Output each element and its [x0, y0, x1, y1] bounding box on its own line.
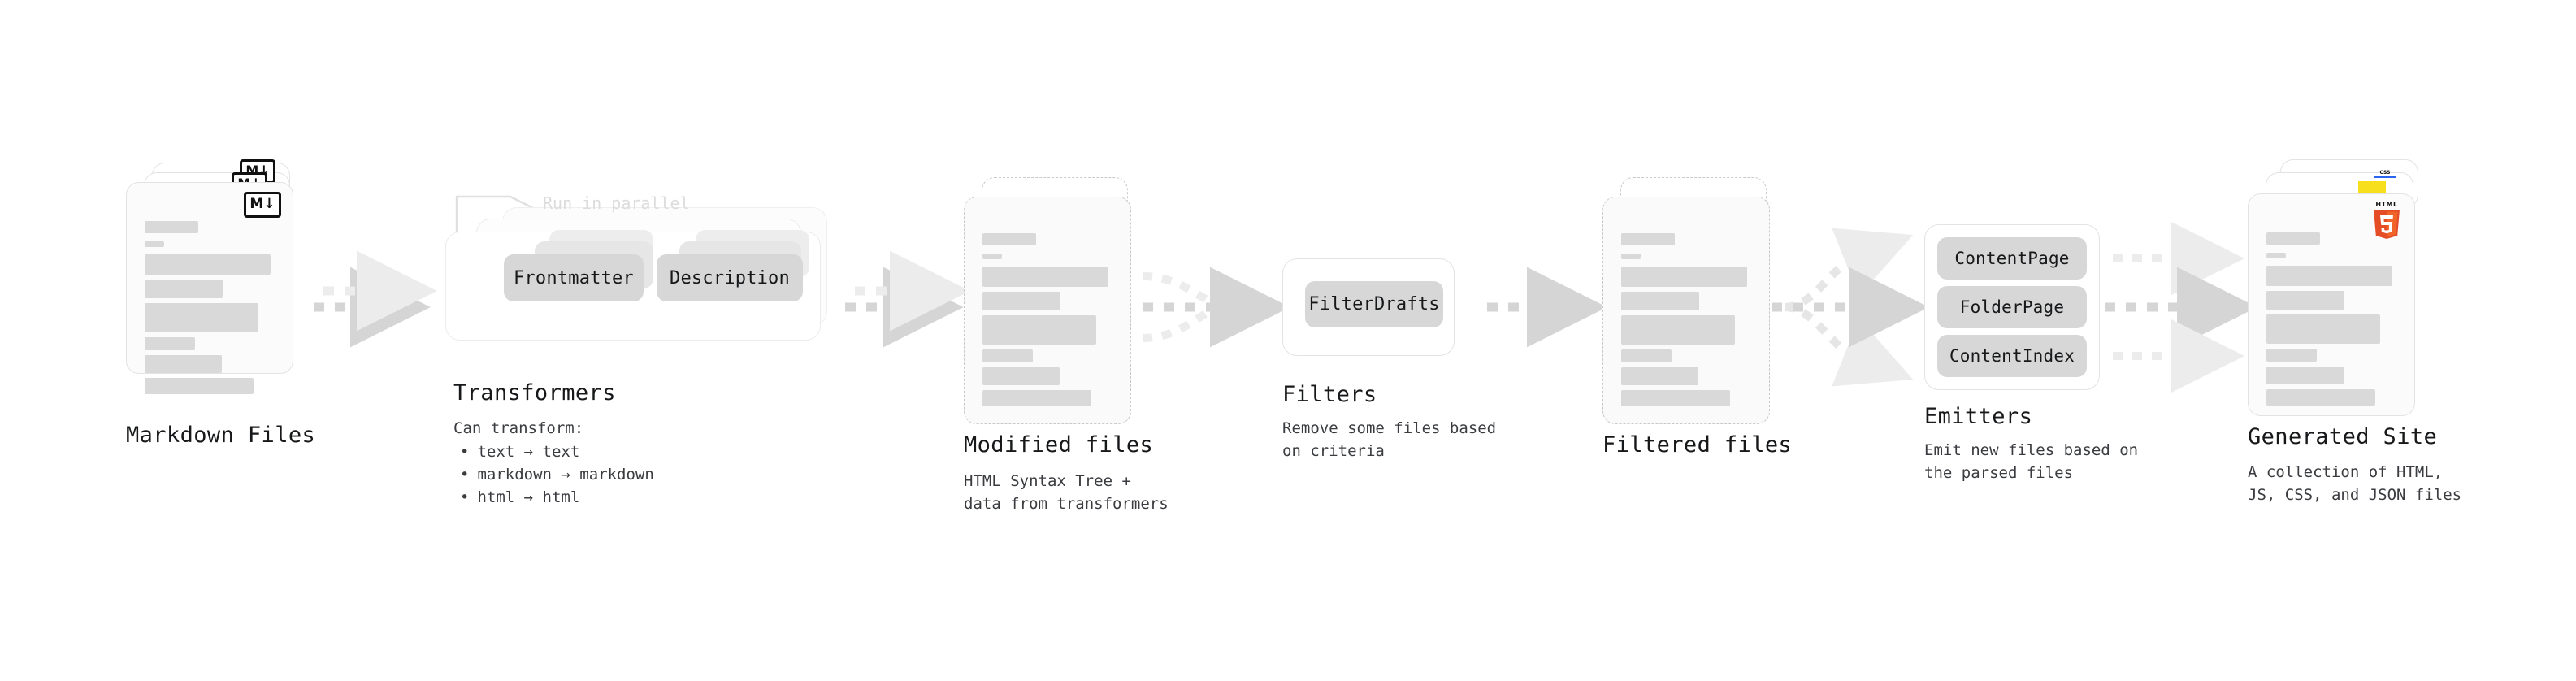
- transformers-bullets: • text → text • markdown → markdown • ht…: [460, 440, 654, 509]
- doc-line: [2266, 291, 2344, 310]
- markdown-files-title: Markdown Files: [126, 423, 316, 448]
- emitters-description: Emit new files based on the parsed files: [1924, 441, 2139, 482]
- transformers-title: Transformers: [453, 380, 616, 406]
- doc-line: [1621, 367, 1698, 385]
- transformer-chip-description[interactable]: Description: [657, 254, 803, 301]
- doc-line: [145, 355, 222, 373]
- arrow-filtered-to-emitters: [1772, 228, 1929, 387]
- doc-line: [1621, 390, 1730, 406]
- doc-line: [982, 233, 1036, 245]
- doc-line: [982, 315, 1096, 345]
- transform-rule-html: html → html: [477, 488, 580, 506]
- emitters-chip-contentpage[interactable]: ContentPage: [1937, 237, 2087, 280]
- doc-line: [1621, 292, 1699, 310]
- doc-line: [2266, 232, 2320, 245]
- generated-site-title: Generated Site: [2248, 424, 2438, 449]
- css3-badge: CSS: [2371, 167, 2399, 178]
- doc-line: [145, 280, 223, 298]
- transform-rule-text: text → text: [477, 443, 580, 461]
- arrow-emitters-to-site: [2105, 222, 2257, 393]
- doc-line: [982, 292, 1060, 310]
- filtered-files-title: Filtered files: [1602, 432, 1793, 458]
- doc-line: [2266, 253, 2286, 258]
- doc-line: [1621, 233, 1675, 245]
- doc-line: [982, 367, 1060, 385]
- svg-text:CSS: CSS: [2380, 170, 2391, 176]
- filters-title: Filters: [1282, 382, 1377, 407]
- doc-line: [2266, 349, 2317, 362]
- doc-line: [982, 349, 1033, 362]
- arrow-markdown-to-transformers: [314, 250, 437, 348]
- doc-line: [145, 254, 271, 275]
- doc-line: [982, 254, 1002, 259]
- doc-line: [145, 378, 254, 394]
- markdown-card-front[interactable]: M↓: [126, 182, 293, 394]
- filters-chip-filterdrafts[interactable]: FilterDrafts: [1305, 281, 1443, 327]
- doc-line: [1621, 254, 1641, 259]
- arrow-transformers-to-modified: [845, 250, 970, 348]
- bullet-glyph: •: [460, 466, 470, 484]
- emitters-title: Emitters: [1924, 404, 2033, 429]
- filters-description: Remove some files based on criteria: [1282, 419, 1497, 460]
- modified-files-description: HTML Syntax Tree + data from transformer…: [964, 472, 1169, 513]
- filtered-card-front[interactable]: [1602, 197, 1770, 424]
- doc-line: [1621, 349, 1672, 362]
- doc-line: [982, 267, 1108, 287]
- doc-line: [2266, 266, 2392, 286]
- bullet-glyph: •: [460, 488, 470, 506]
- doc-line: [145, 337, 195, 350]
- modified-card-front[interactable]: [964, 197, 1131, 424]
- bullet-glyph: •: [460, 443, 470, 461]
- emitters-chip-folderpage[interactable]: FolderPage: [1937, 286, 2087, 328]
- html5-badge: HTML: [2369, 199, 2405, 240]
- markdown-badge: M↓: [244, 192, 281, 218]
- doc-line: [145, 303, 258, 332]
- arrow-modified-to-filters: [1142, 267, 1290, 348]
- css3-badge-icon: CSS: [2374, 170, 2396, 178]
- run-in-parallel-note: Run in parallel: [543, 193, 690, 213]
- generated-site-description: A collection of HTML, JS, CSS, and JSON …: [2248, 463, 2462, 504]
- svg-text:HTML: HTML: [2375, 201, 2397, 208]
- modified-files-title: Modified files: [964, 432, 1154, 458]
- site-card-front[interactable]: HTML: [2248, 193, 2415, 416]
- emitters-chip-contentindex[interactable]: ContentIndex: [1937, 335, 2087, 377]
- doc-line: [1621, 315, 1735, 345]
- doc-line: [2266, 367, 2344, 384]
- transformers-description: Can transform:: [453, 419, 584, 437]
- transformer-chip-frontmatter[interactable]: Frontmatter: [504, 254, 644, 301]
- doc-line: [145, 241, 164, 247]
- html5-badge-icon: HTML: [2374, 201, 2400, 239]
- doc-line: [145, 221, 198, 233]
- doc-line: [2266, 389, 2375, 406]
- transform-rule-markdown: markdown → markdown: [477, 466, 654, 484]
- stage-transformers: Frontmatter Description: [445, 207, 852, 370]
- doc-line: [1621, 267, 1747, 287]
- doc-line: [982, 390, 1091, 406]
- doc-line: [2266, 314, 2380, 344]
